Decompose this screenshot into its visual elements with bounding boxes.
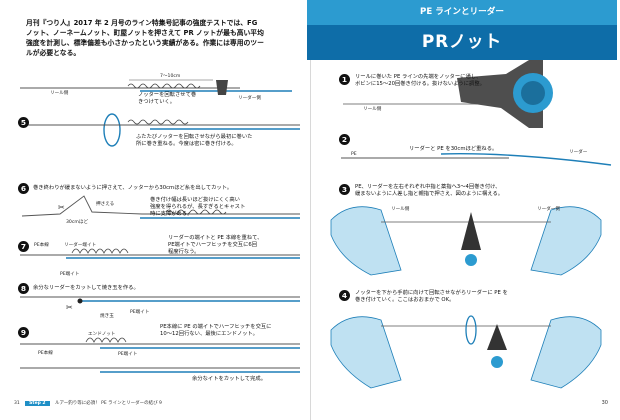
burnt-ball-8 [77,298,83,304]
end-knot-label: エンドノット [88,332,116,337]
pe-end-label-8: PE端イト [130,310,150,315]
knotter-4 [487,324,507,350]
step-4-text: ノッターを下から手前に向けて回転させながらリーダーに PE を 巻き付けていく。… [355,290,508,304]
step-3-text: PE、リーダーを左右それぞれ中指と薬指へ3～4回巻き付け、 緩まないように人差し… [355,184,504,198]
knotter-tool-top [216,80,228,95]
spool-4 [491,356,503,368]
leader-side-label: リーダー側 [238,96,261,101]
right-hand-3 [530,206,602,276]
right-page-illustrations [330,60,612,389]
step-9-number: 9 [18,327,29,338]
burnt-ball-label: 焼き玉 [100,314,114,319]
scissors-icon: ✂ [58,203,65,212]
pe-label-r2: PE [351,152,357,157]
left-page-illustrations: ✂ ✂ [20,79,300,373]
wrap-coils-5 [127,119,189,125]
reel-side-label-r1: リール側 [363,107,382,112]
scissors-icon: ✂ [66,303,73,312]
leader-line-r2 [440,153,612,166]
right-page: 1 リールに巻いた PE ラインの先端をノッターに通し、 ボビンに15～20回巻… [310,0,620,420]
left-page: ✂ ✂ 月刊『つり人』2017 年 2 月号のライン特集号記事の強度テストでは、… [0,0,310,420]
leader-label-r2: リーダー [569,150,588,155]
left-page-number: 31 [14,401,20,406]
step-badge: Step 2 [25,401,50,406]
step-6-note: 巻き付け幅は長いほど抜けにくく高い 強度を得られるが、長すぎるとキャスト 時に支… [150,197,246,218]
finish-note: 余分なイトをカットして完成。 [192,376,266,382]
right-page-number: 30 [601,400,608,406]
step-8-number: 8 [18,283,29,294]
intro-text: 月刊『つり人』2017 年 2 月号のライン特集号記事の強度テストでは、FG ノ… [26,19,264,57]
pe-main-label-9: PE本線 [38,351,53,356]
step-9-note: PE本線に PE の端イトでハーフヒッチを交互に 10～12回行ない、最後にエン… [160,324,272,338]
step-1-text: リールに巻いた PE ラインの先端をノッターに通し、 ボビンに15～20回巻き付… [355,74,485,88]
step-2-text: リーダーと PE を30cmほど重ねる。 [409,146,498,152]
step-6-number: 6 [18,183,29,194]
pe-end-label-7: PE端イト [60,272,80,277]
step-8-text: 余分なリーダーをカットして焼き玉を作る。 [33,285,139,291]
half-hitch-9 [85,337,127,343]
step-6-text: 巻き終わりが緩まないように押さえて、ノッターから30cmほど糸を出してカット。 [33,185,233,191]
press-label: 押さえる [96,202,115,207]
spool-inner [521,81,545,105]
pe-end-label-9: PE端イト [118,352,138,357]
tool-caption: ノッターを回転させて巻 きつけていく。 [138,92,197,106]
knotter-3 [461,212,481,250]
leader-end-label: リーダー端イト [64,243,97,248]
right-hand-4 [530,316,602,389]
step-5-text: ふたたびノッターを回転させながら最初に巻いた 所に巻き重ねる。今度は密に巻き付け… [136,134,253,148]
pe-main-label-7: PE本線 [34,243,49,248]
step-2-number: 2 [339,134,350,145]
wrap-coils-6 [165,209,227,215]
rotation-arrow-4 [465,315,477,345]
step-3-number: 3 [339,184,350,195]
wrap-coils-top [127,83,201,89]
page-title: PRノット [307,25,617,60]
step-1-number: 1 [339,74,350,85]
reel-side-label: リール側 [50,91,69,96]
left-footer: 31 Step 2 ルアー釣り等に必須！ PE ラインとリーダーの結び 9 [14,400,162,406]
section-title: ルアー釣り等に必須！ PE ラインとリーダーの結び 9 [54,401,162,406]
spool-3 [465,254,477,266]
step-4-number: 4 [339,290,350,301]
distance-label: 7～10cm [160,74,181,79]
thirty-cm-label: 30cmほど [66,220,89,225]
section-tab: PE ラインとリーダー [307,0,617,25]
reel-side-label-r3: リール側 [391,207,410,212]
rotation-arrow-5 [103,113,121,147]
left-hand-3 [330,206,402,276]
leader-side-label-r3: リーダー側 [537,207,560,212]
half-hitch-7 [71,248,129,254]
step-7-note: リーダーの端イトと PE 本線を重ねて、 PE端イトでハーフヒッチを交互に6回 … [168,235,263,256]
step-7-number: 7 [18,241,29,252]
step-5-number: 5 [18,117,29,128]
pe-line-6 [21,195,300,217]
left-hand-4 [330,316,402,389]
